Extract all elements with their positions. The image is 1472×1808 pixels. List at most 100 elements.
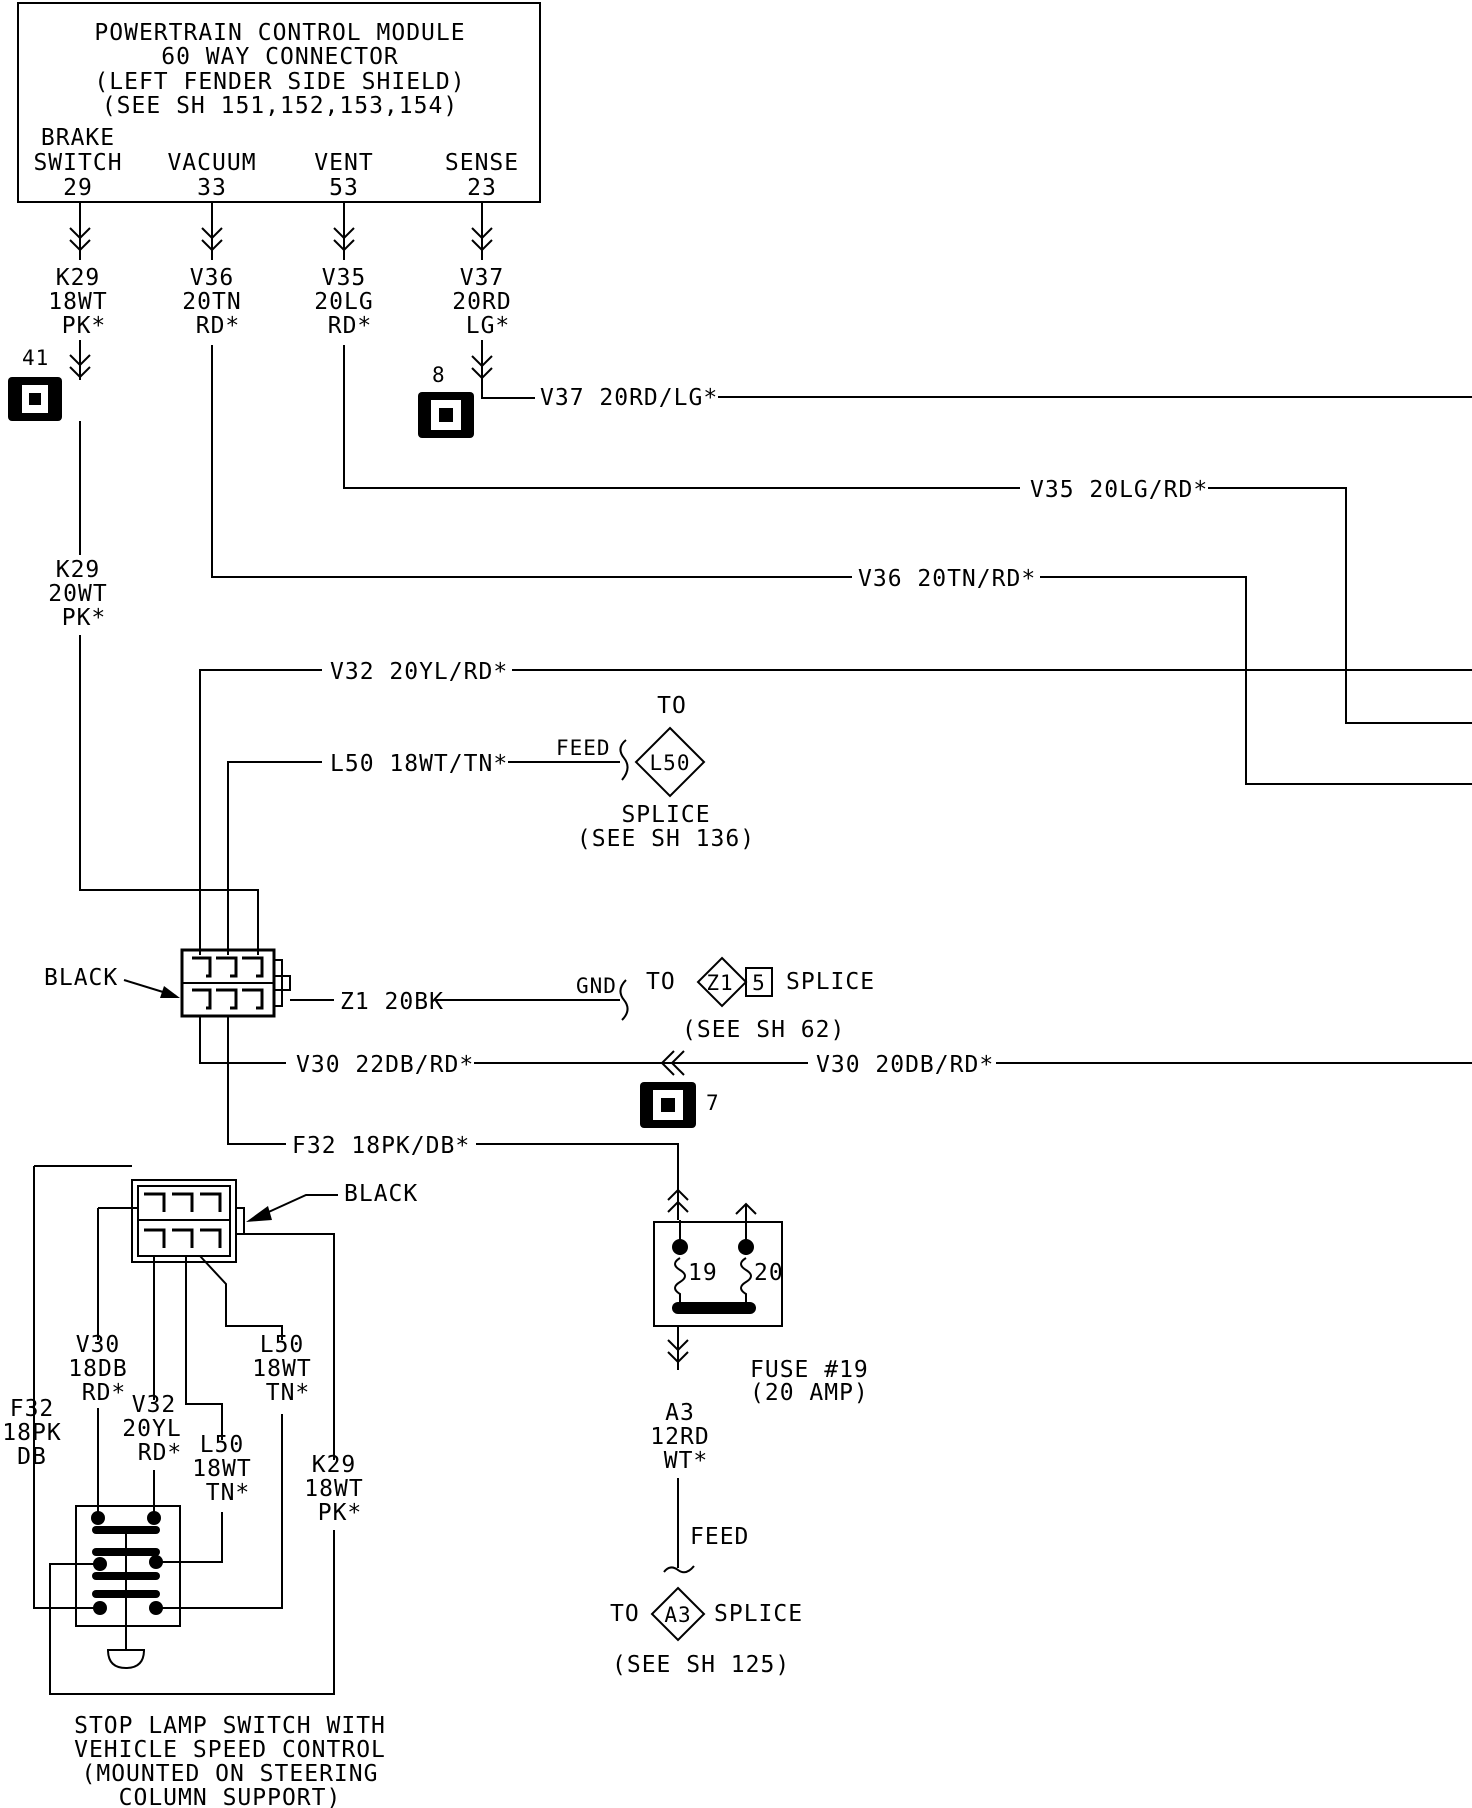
l50a-switch-wire-upper	[199, 1255, 283, 1340]
v37-label-2: 20RD	[452, 289, 511, 315]
stop-lamp-switch	[75, 1505, 181, 1670]
pcm-title-1: POWERTRAIN CONTROL MODULE	[94, 20, 465, 46]
l50-feed-break	[619, 739, 629, 781]
sw-l50a-label-2: 18WT	[252, 1356, 311, 1382]
sw-v32-label-1: V32	[132, 1392, 177, 1418]
l50-wire-label: L50 18WT/TN*	[330, 751, 508, 777]
central-connector-block	[180, 948, 291, 1018]
l50-feed-label: FEED	[556, 736, 611, 760]
sw-v32-label-2: 20YL	[122, 1416, 181, 1442]
a3-to-label: TO	[610, 1601, 640, 1627]
z1-gnd-label: GND	[576, 974, 617, 998]
k29-switch-wire-lower	[49, 1530, 335, 1695]
stop-lamp-label-1: STOP LAMP SWITCH WITH	[74, 1713, 386, 1739]
v35-wire-label: V35 20LG/RD*	[1030, 477, 1208, 503]
a3-feed-break	[663, 1565, 695, 1574]
v36-wire-label: V36 20TN/RD*	[858, 566, 1036, 592]
a3-splice-diamond	[650, 1586, 706, 1642]
z1-to-label: TO	[646, 969, 676, 995]
v37-label-1: V37	[460, 265, 505, 291]
connector-41-icon	[8, 377, 62, 421]
v35-label-2: 20LG	[314, 289, 373, 315]
v37-label-3: LG*	[466, 313, 511, 339]
v32-wire-label: V32 20YL/RD*	[330, 659, 508, 685]
stop-lamp-label-4: COLUMN SUPPORT)	[119, 1785, 342, 1808]
connector-8-number: 8	[432, 363, 446, 387]
connector-7-icon	[640, 1082, 696, 1128]
f32-switch-wire	[33, 1166, 100, 1609]
sw-v30-label-1: V30	[76, 1332, 121, 1358]
v30-wire-left	[199, 1016, 286, 1064]
fuse-box	[653, 1221, 783, 1327]
v30-right-label: V30 20DB/RD*	[816, 1052, 994, 1078]
fuse-pin-19-label: 19	[688, 1260, 718, 1286]
z1-splice-label: SPLICE	[786, 969, 875, 995]
z1-wire-label: Z1 20BK	[340, 989, 444, 1015]
l50-splice-id: L50	[650, 751, 691, 775]
v30-inline-connector	[660, 1050, 685, 1076]
a3-label-2: 12RD	[650, 1424, 709, 1450]
l50-wire-left	[227, 761, 322, 955]
l50-to-label: TO	[657, 693, 687, 719]
pin-23-number: 23	[467, 175, 497, 201]
sw-k29-label-2: 18WT	[304, 1476, 363, 1502]
pin-29-name-2: SWITCH	[33, 150, 122, 176]
fuse-element-19	[674, 1220, 686, 1305]
pin-23-name: SENSE	[445, 150, 519, 176]
k29-20wt-label-1: K29	[56, 557, 101, 583]
fuse-20-connector	[735, 1202, 757, 1220]
k29-20wt-label-3: PK*	[62, 605, 107, 631]
sw-f32-label-1: F32	[10, 1396, 55, 1422]
v37-inline-connector	[471, 340, 535, 399]
sw-f32-label-3: DB	[17, 1444, 47, 1470]
fuse-input-connector	[667, 1188, 689, 1213]
black-upper-label: BLACK	[44, 965, 118, 991]
f32-wire-right	[476, 1143, 679, 1220]
k29-20wt-label-2: 20WT	[48, 581, 107, 607]
f32-wire-label: F32 18PK/DB*	[292, 1133, 470, 1159]
z1-splice-num-box	[745, 967, 773, 997]
a3-label-1: A3	[665, 1400, 695, 1426]
pin-33-number: 33	[197, 175, 227, 201]
pcm-connector-box	[17, 2, 541, 203]
a3-splice-see: (SEE SH 125)	[612, 1652, 790, 1678]
connector-41-number: 41	[22, 346, 49, 370]
pcm-title-4: (SEE SH 151,152,153,154)	[102, 93, 458, 119]
fuse-element-20	[740, 1220, 752, 1305]
sw-l50b-label-1: L50	[200, 1432, 245, 1458]
lower-connector-block	[131, 1179, 245, 1263]
a3-label-3: WT*	[664, 1448, 709, 1474]
l50-splice-see: (SEE SH 136)	[577, 826, 755, 852]
z1-gnd-break	[619, 979, 629, 1021]
a3-splice-label: SPLICE	[714, 1601, 803, 1627]
sw-v30-label-2: 18DB	[68, 1356, 127, 1382]
fuse-bus-bar	[672, 1302, 756, 1314]
k29-inline-connector	[69, 340, 91, 380]
v37-wire-label: V37 20RD/LG*	[540, 385, 718, 411]
z1-splice-num: 5	[752, 971, 766, 995]
sw-l50b-label-2: 18WT	[192, 1456, 251, 1482]
k29-label-1: K29	[56, 265, 101, 291]
k29-label-2: 18WT	[48, 289, 107, 315]
v32-wire-left	[199, 669, 322, 955]
pin-33-name: VACUUM	[167, 150, 256, 176]
pin-53-number: 53	[329, 175, 359, 201]
fuse-label-1: FUSE #19	[750, 1357, 869, 1383]
k29-wire-lower	[79, 635, 259, 955]
sw-v32-label-3: RD*	[138, 1440, 183, 1466]
pcm-title-3: (LEFT FENDER SIDE SHIELD)	[94, 69, 465, 95]
pin-29-name-1: BRAKE	[41, 125, 115, 151]
sw-k29-label-3: PK*	[318, 1500, 363, 1526]
pin-29-number: 29	[63, 175, 93, 201]
sw-v30-label-3: RD*	[82, 1380, 127, 1406]
l50b-switch-wire-lower	[154, 1512, 223, 1563]
v36-label-3: RD*	[196, 313, 241, 339]
v36-label-1: V36	[190, 265, 235, 291]
sw-l50a-label-1: L50	[260, 1332, 305, 1358]
l50-splice-label: SPLICE	[621, 802, 710, 828]
z1-splice-diamond	[696, 956, 748, 1008]
sw-l50b-label-3: TN*	[206, 1480, 251, 1506]
k29-label-3: PK*	[62, 313, 107, 339]
k29-switch-wire-upper	[244, 1233, 335, 1460]
